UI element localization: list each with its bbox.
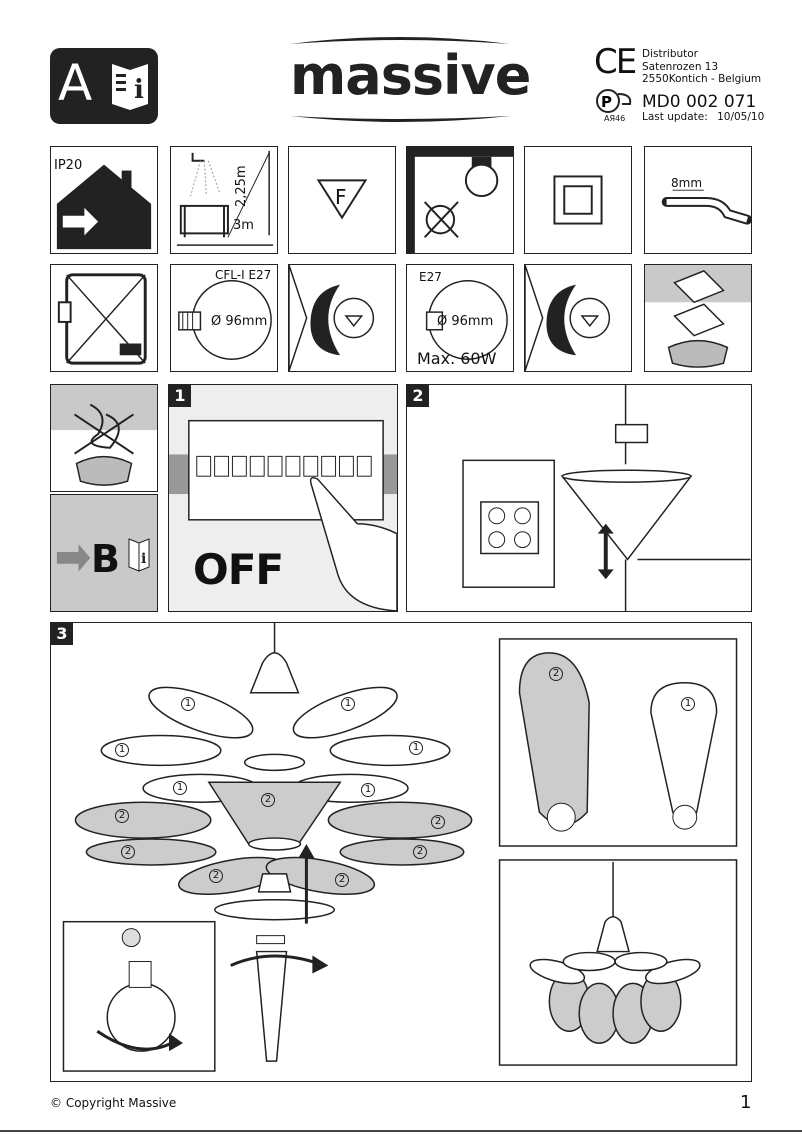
pct-cert-icon: P	[596, 89, 632, 113]
cfl-bulb-icon: CFL-I E27 Ø 96mm	[170, 264, 278, 372]
step1-switch-off: 1 OFF	[168, 384, 398, 612]
flower-shade-diagram	[62, 623, 738, 1072]
section-a-badge: A i	[50, 48, 158, 124]
marker-2: 2	[121, 845, 135, 859]
marker-1: 1	[173, 781, 187, 795]
no-cable-tangle-icon	[50, 384, 158, 492]
marker-1: 1	[181, 697, 195, 711]
brand-name: massive	[290, 44, 531, 107]
marker-2: 2	[549, 667, 563, 681]
last-update-label: Last update:	[642, 111, 708, 123]
bath-distance-label: 3m	[233, 218, 254, 233]
svg-text:i: i	[141, 551, 146, 567]
svg-text:P: P	[601, 93, 612, 111]
energy-saving-moon-icon	[288, 264, 396, 372]
marker-2: 2	[431, 815, 445, 829]
marker-1: 1	[115, 743, 129, 757]
brand-logo: massive	[280, 32, 531, 122]
copyright: © Copyright Massive	[50, 1096, 177, 1110]
step3-number: 3	[51, 623, 73, 645]
section-b-letter: B	[91, 537, 120, 581]
no-outlet-icon	[50, 264, 158, 372]
last-update-value: 10/05/10	[717, 111, 765, 123]
marker-1: 1	[341, 697, 355, 711]
last-update: Last update: 10/05/10	[642, 111, 764, 124]
ip20-indoor-icon: IP20	[50, 146, 158, 254]
bath-height-label: 2,25m	[234, 165, 249, 207]
page-number: 1	[740, 1092, 752, 1113]
max-wattage: Max. 60W	[417, 349, 497, 368]
distributor-line1: Distributor	[642, 48, 699, 60]
wire-strip-length: 8mm	[671, 176, 703, 190]
marker-1: 1	[681, 697, 695, 711]
goto-section-b[interactable]: B i	[50, 494, 158, 612]
off-label: OFF	[193, 545, 284, 594]
distributor-line2: Satenrozen 13	[642, 60, 719, 73]
ceiling-mount-icon	[644, 264, 752, 372]
f-mark-icon: F	[288, 146, 396, 254]
wire-strip-icon: 8mm	[644, 146, 752, 254]
cfl-label: CFL-I E27	[215, 268, 272, 282]
ip-rating: IP20	[54, 158, 83, 173]
distributor-line3: 2550Kontich - Belgium	[642, 73, 762, 85]
bottom-rule	[0, 1130, 802, 1132]
incandescent-label: E27	[419, 270, 442, 284]
energy-saving-moon-icon-2	[524, 264, 632, 372]
marker-2: 2	[209, 869, 223, 883]
section-letter: A	[58, 54, 93, 112]
cfl-diameter: Ø 96mm	[211, 314, 268, 329]
model-number: MD0 002 071	[642, 92, 757, 112]
manual-book-icon: i	[112, 64, 148, 110]
bathroom-zone-icon: 2,25m 3m	[170, 146, 278, 254]
svg-text:i: i	[134, 75, 144, 105]
cert-code: АЯ46	[604, 114, 626, 123]
marker-2: 2	[413, 845, 427, 859]
marker-2: 2	[335, 873, 349, 887]
logo-swoosh	[290, 37, 510, 122]
step2-number: 2	[407, 385, 429, 407]
class2-insulation-icon	[524, 146, 632, 254]
step1-number: 1	[169, 385, 191, 407]
step3-assembly: 3 1 1 1 1 1 1 2 2 2 2 2 2 2 2 1	[50, 622, 752, 1082]
distributor-block: Distributor Satenrozen 13 2550Kontich - …	[642, 48, 761, 86]
marker-2: 2	[115, 809, 129, 823]
marker-2: 2	[261, 793, 275, 807]
f-mark-letter: F	[335, 185, 347, 209]
marker-1: 1	[409, 741, 423, 755]
manual-book-icon-b: i	[128, 538, 150, 572]
incandescent-bulb-icon: E27 Ø 96mm Max. 60W	[406, 264, 514, 372]
step2-wiring: 2	[406, 384, 752, 612]
marker-1: 1	[361, 783, 375, 797]
incandescent-diameter: Ø 96mm	[437, 314, 494, 329]
ce-mark: CE	[594, 42, 637, 82]
no-flush-ceiling-icon	[406, 146, 514, 254]
